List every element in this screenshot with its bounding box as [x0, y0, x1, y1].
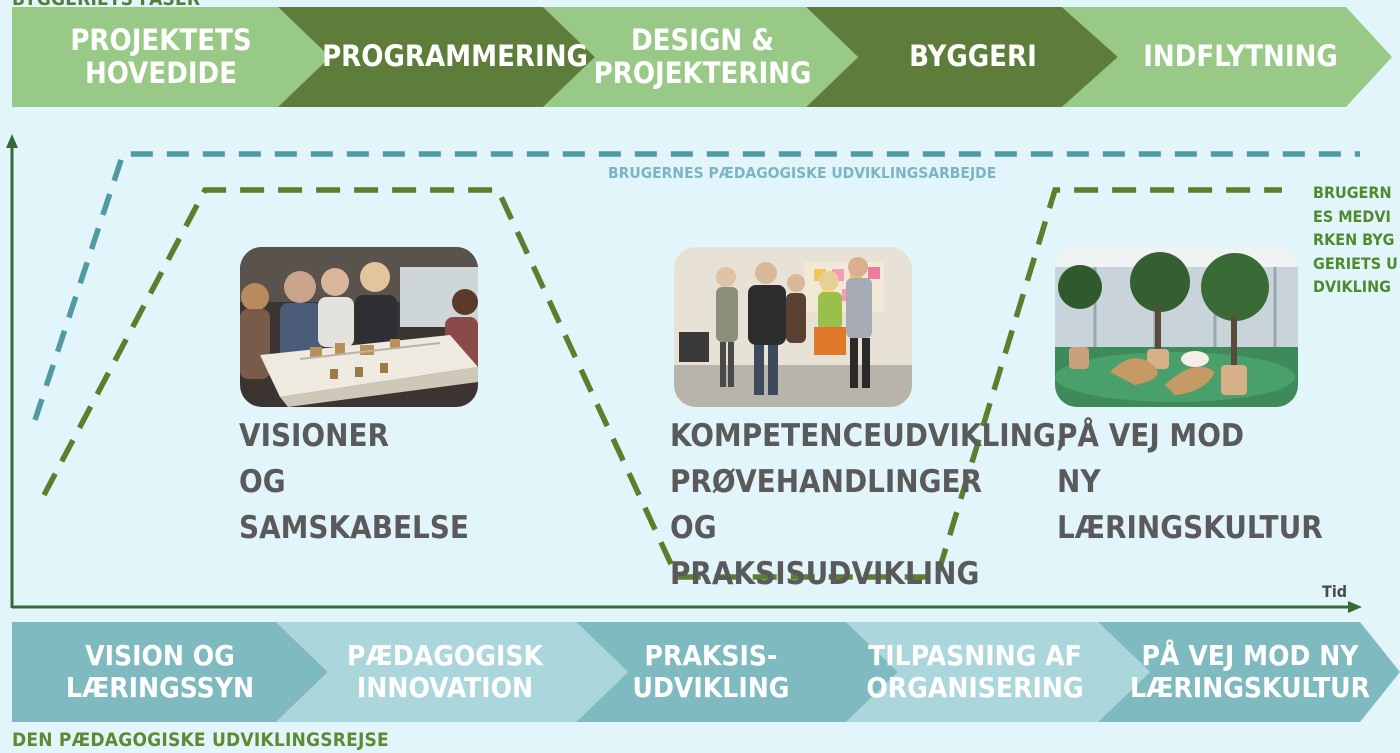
- journey-chevron-4: [846, 622, 1150, 722]
- caption-competence: KOMPETENCEUDVIKLING, PRØVEHANDLINGER OG …: [670, 418, 1067, 592]
- phase-label-5: INDFLYTNING: [1143, 39, 1338, 74]
- journey-heading: DEN PÆDAGOGISKE UDVIKLINGSREJSE: [12, 729, 389, 751]
- caption-visions: VISIONER OG SAMSKABELSE: [239, 418, 469, 546]
- journey-chevron-3: [576, 622, 898, 722]
- x-axis-arrowhead: [1348, 601, 1362, 613]
- journey-label-1: VISION OG LÆRINGSSYN: [65, 638, 255, 704]
- phase-label-2: PROGRAMMERING: [322, 39, 588, 74]
- phase-chevron-4: [806, 7, 1118, 107]
- lounge-image: [1055, 247, 1298, 407]
- pedagogical-journey-row: VISION OG LÆRINGSSYN PÆDAGOGISK INNOVATI…: [0, 620, 1400, 725]
- phases-chevron-shapes: [12, 7, 1392, 107]
- teal-dashed-curve: [32, 151, 1360, 421]
- green-dashed-curve-1: [41, 187, 1282, 580]
- caption-learning-culture: PÅ VEJ MOD NY LÆRINGSKULTUR: [1057, 418, 1323, 546]
- journey-chevron-shapes: [12, 622, 1400, 722]
- journey-chevron-2: [276, 622, 628, 722]
- time-axis-label: Tid: [1322, 582, 1348, 601]
- photo-architectural-model: [240, 247, 478, 407]
- phases-heading: BYGGERIETS FASER: [12, 0, 200, 10]
- phase-label-1: PROJEKTETS HOVEDIDE: [70, 22, 252, 90]
- phase-chevron-5: [1062, 7, 1392, 107]
- phase-label-4: BYGGERI: [909, 39, 1037, 74]
- development-work-label: BRUGERNES PÆDAGOGISKE UDVIKLINGSARBEJDE: [608, 164, 997, 182]
- phase-label-3: DESIGN & PROJEKTERING: [593, 22, 812, 90]
- group-discussion-image: [674, 247, 912, 407]
- phase-chevron-3: [543, 7, 858, 107]
- user-participation-label: BRUGERNES MEDVIRKEN BYGGERIETS UDVIKLING: [1313, 183, 1398, 296]
- journey-label-4: TILPASNING AF ORGANISERING: [866, 638, 1084, 704]
- journey-label-2: PÆDAGOGISK INNOVATION: [347, 638, 543, 704]
- building-phases-row: PROJEKTETS HOVEDIDE PROGRAMMERING DESIGN…: [0, 0, 1400, 120]
- journey-chevron-5: [1098, 622, 1400, 722]
- journey-chevron-1: [12, 622, 328, 722]
- journey-label-5: PÅ VEJ MOD NY LÆRINGSKULTUR: [1130, 638, 1370, 704]
- journey-label-3: PRAKSIS- UDVIKLING: [632, 638, 790, 704]
- photo-group-discussion: [674, 247, 912, 407]
- people-around-model-image: [240, 247, 478, 407]
- photo-lounge: [1055, 247, 1298, 407]
- phase-chevron-2: [278, 7, 595, 107]
- y-axis-arrowhead: [6, 134, 18, 148]
- phase-chevron-1: [12, 7, 330, 107]
